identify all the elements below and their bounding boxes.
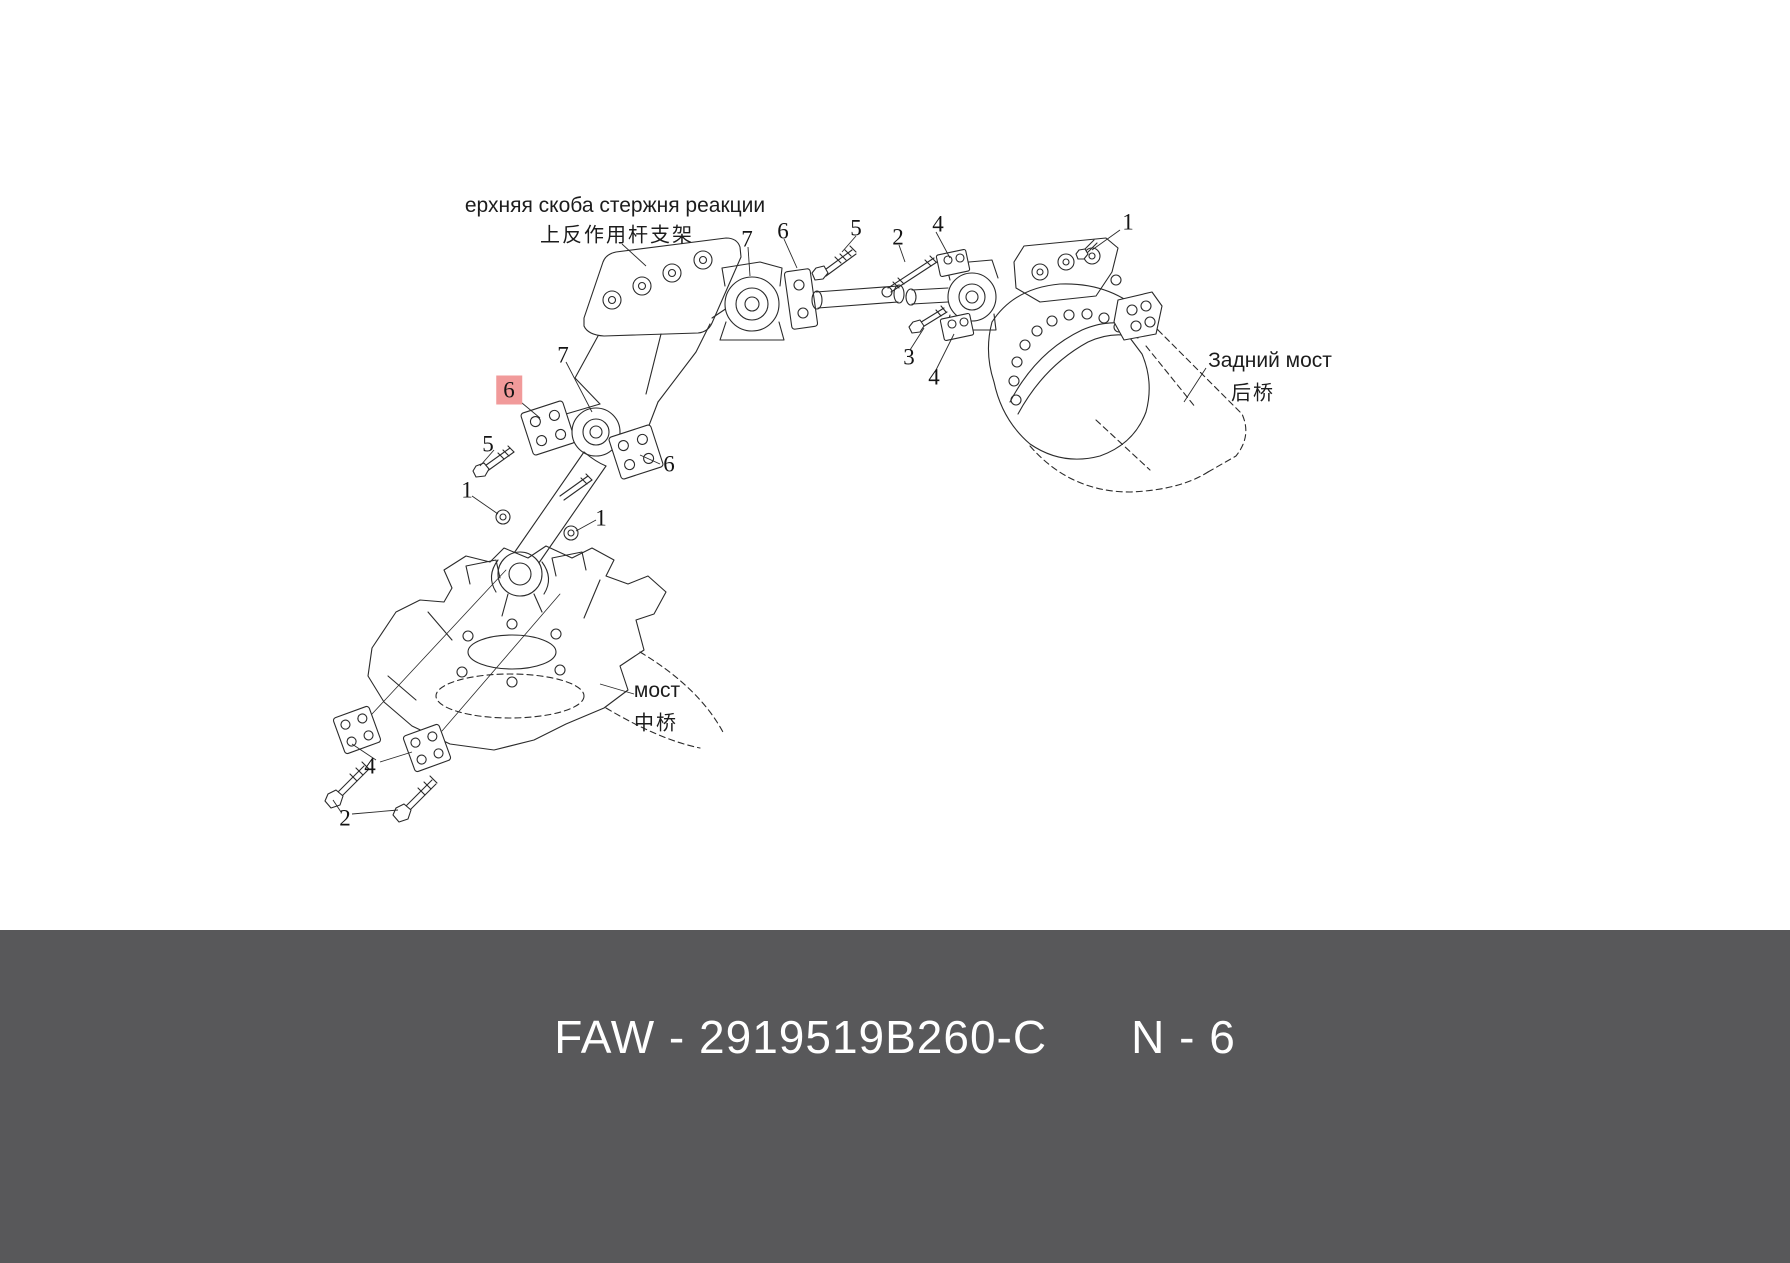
label-upper-bracket-ru: ерхняя скоба стержня реакции (464, 194, 766, 217)
middle-axle-housing (367, 545, 725, 751)
part-callout-highlighted[interactable]: 6 (496, 375, 522, 405)
exploded-view-drawing (324, 229, 1247, 823)
rear-axle (987, 237, 1247, 493)
part-callout[interactable]: 4 (932, 211, 944, 237)
label-middle-axle-zh: 中桥 (634, 712, 678, 735)
label-middle-axle-ru: мост (633, 679, 681, 702)
clamp-plate (783, 268, 819, 330)
clamp-plate (332, 705, 382, 755)
upper-bracket-flange (565, 237, 745, 429)
part-callout[interactable]: 7 (557, 342, 569, 368)
page-reference: N - 6 (1131, 1011, 1236, 1063)
part-number: FAW - 2919519B260-C (554, 1011, 1048, 1063)
part-callout[interactable]: 4 (928, 364, 940, 390)
footer-bar: FAW - 2919519B260-C N - 6 (0, 930, 1790, 1263)
part-callout[interactable]: 4 (364, 753, 376, 779)
callout-leaders (332, 229, 1207, 815)
part-callout[interactable]: 1 (595, 505, 607, 531)
label-upper-bracket-zh: 上反作用杆支架 (540, 224, 694, 247)
clamp-plate (402, 723, 452, 773)
part-callout[interactable]: 5 (482, 431, 494, 457)
upper-reaction-rods (719, 248, 999, 342)
middle-reaction-rod (472, 400, 664, 617)
part-callout[interactable]: 2 (339, 805, 351, 831)
upper-bolts (811, 245, 948, 334)
clamp-plate (520, 400, 576, 456)
label-rear-axle-ru: Задний мост (1208, 349, 1332, 372)
part-callout[interactable]: 1 (1122, 209, 1134, 235)
lower-clamp-parts (324, 569, 561, 823)
part-callout[interactable]: 5 (850, 215, 862, 241)
part-callout[interactable]: 2 (892, 224, 904, 250)
part-callout[interactable]: 6 (777, 218, 789, 244)
part-callout[interactable]: 1 (461, 477, 473, 503)
clamp-plate (608, 424, 664, 480)
part-callout[interactable]: 6 (663, 451, 675, 477)
diagram-area: ерхняя скоба стержня реакции 上反作用杆支架 Зад… (324, 194, 1332, 831)
label-rear-axle-zh: 后桥 (1231, 382, 1275, 405)
part-callout[interactable]: 7 (741, 226, 753, 252)
part-callout[interactable]: 3 (903, 344, 915, 370)
